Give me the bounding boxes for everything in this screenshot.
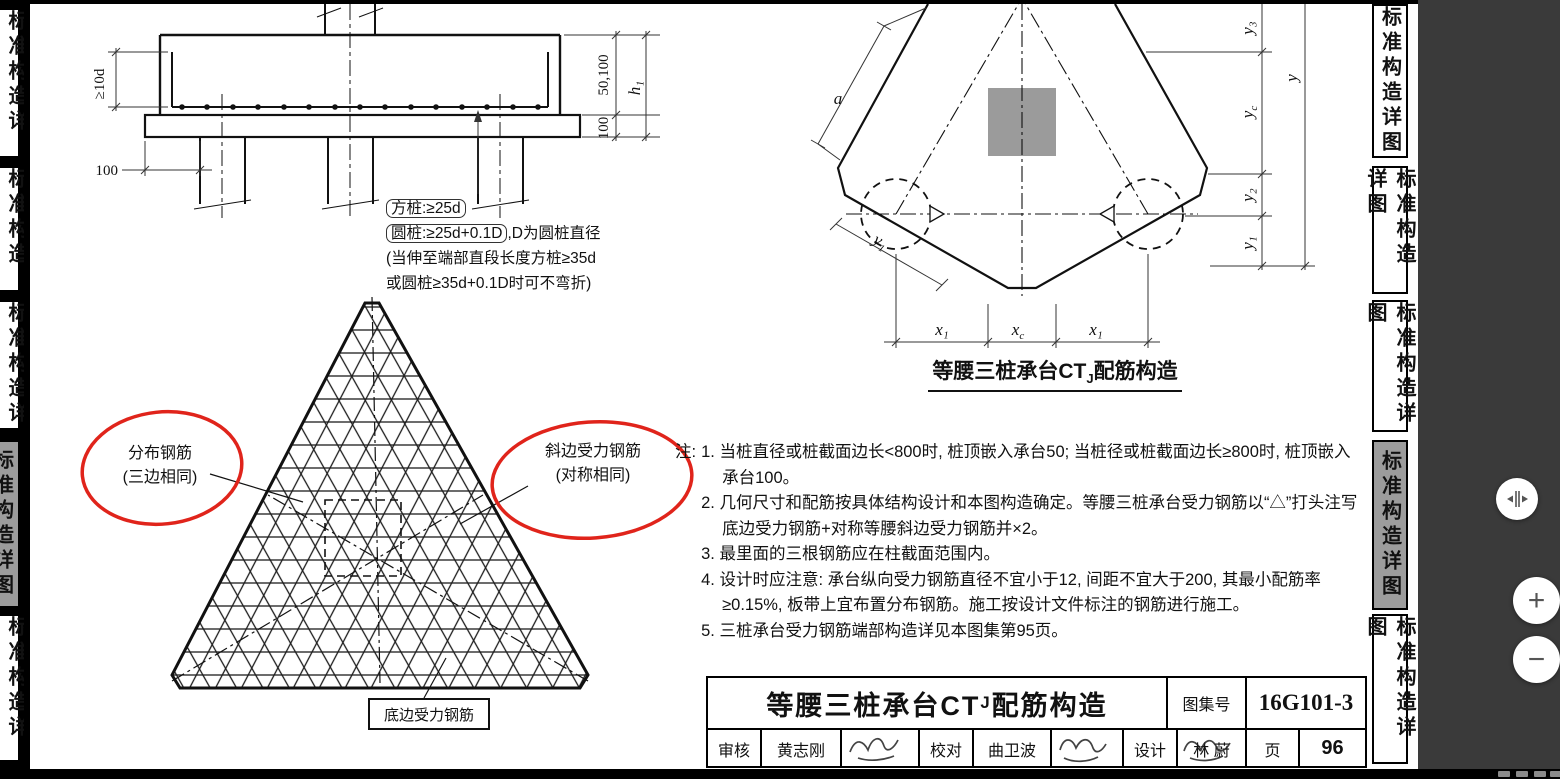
- notes-prefix: 注:: [675, 443, 697, 461]
- piles: [199, 137, 524, 204]
- rebar-plan-drawing: [170, 296, 590, 690]
- label-diagonal-bars: 斜边受力钢筋 (对称相同): [544, 443, 641, 484]
- notes-items: 1. 当桩直径或桩截面边长<800时, 桩顶嵌入承台50; 当桩径或桩截面边长≥…: [701, 440, 1365, 644]
- section-outline: [143, 4, 582, 218]
- dim-x1-right: x₁: [1088, 320, 1102, 339]
- adjacent-page-tab: 标准构造详图: [0, 166, 24, 292]
- taskbar-icon[interactable]: [1534, 771, 1546, 777]
- dim-y2: y₂: [1238, 188, 1257, 204]
- page-edge-tab: 标准构造详图: [1364, 614, 1415, 764]
- adjacent-page-tab: 标准构造详图: [0, 614, 24, 762]
- pile-layout-plan: a y₁ x₁ xc x₁ y₃ yc y₂ y₁ y: [810, 4, 1315, 348]
- page-edge-tab: 标准构造详图: [1372, 4, 1408, 158]
- check-label: 校对: [920, 730, 974, 767]
- notes-block: 注: 1. 当桩直径或桩截面边长<800时, 桩顶嵌入承台50; 当桩径或桩截面…: [675, 440, 1365, 644]
- leader-arrow: [474, 110, 482, 122]
- dim-y3: y₃: [1238, 21, 1257, 37]
- dim-xc: xc: [1011, 320, 1025, 342]
- cap-plan-outline: [170, 301, 590, 690]
- review-label: 审核: [708, 730, 762, 767]
- review-signature-cell: [842, 730, 920, 767]
- dim-yc: yc: [1238, 106, 1260, 121]
- top-bar: [0, 0, 1418, 4]
- dim-overhang: 100: [96, 163, 119, 179]
- page-number: 96: [1321, 737, 1344, 759]
- atlas-no: 16G101-3: [1258, 690, 1354, 715]
- atlas-no-label: 图集号: [1168, 678, 1247, 728]
- dim-y1-diagonal: y₁: [868, 229, 891, 253]
- check-signature-cell: [1052, 730, 1124, 767]
- dim-hook-length: ≥10d: [92, 68, 108, 99]
- page-edge-tab: 标准构造详图: [1364, 300, 1415, 432]
- left-page-strip: 标准构造详图 标准构造详图 标准构造详图 标准构造详图 标准构造详图: [0, 0, 30, 779]
- layout-plan-title: 等腰三桩承台CTJ配筋构造: [890, 355, 1220, 393]
- review-name: 黄志刚: [762, 730, 842, 767]
- check-name: 曲卫波: [974, 730, 1052, 767]
- note-item-4: 4. 设计时应注意: 承台纵向受力钢筋直径不宜小于12, 间距不宜大于200, …: [701, 570, 1321, 615]
- fit-width-button[interactable]: [1496, 478, 1538, 520]
- layout-dimensions: [810, 4, 1315, 348]
- label-distribution-bars: 分布钢筋 (三边相同): [122, 445, 198, 486]
- dim-a: a: [834, 89, 843, 108]
- page-edge-tab-active: 标准构造详图: [1372, 440, 1408, 610]
- zoom-in-label: +: [1527, 583, 1546, 617]
- adjacent-page-tab-active: 标准构造详图: [0, 440, 24, 608]
- page-edge-tab: 标准构造详图: [1364, 166, 1415, 294]
- dim-y-total: y: [1282, 74, 1301, 84]
- dim-y1: y₁: [1238, 236, 1257, 251]
- adjacent-page-tab: 标准构造详图: [0, 8, 24, 158]
- dim-embed: 50,100: [596, 54, 612, 95]
- pdf-page: ≥10d 100 50,100 100 h₁ 方桩:≥25d 圆桩:≥25d+0…: [30, 4, 1418, 769]
- label-bottom-bars: 底边受力钢筋: [368, 698, 490, 730]
- section-dimensions: [108, 30, 660, 194]
- triangle-markers: [929, 204, 1115, 224]
- layout-centerlines: [846, 4, 1198, 296]
- adjacent-page-tab: 标准构造详图: [0, 300, 24, 430]
- column-outline-dashed: [324, 499, 402, 577]
- fit-width-icon: [1507, 491, 1528, 507]
- page-label: 页: [1247, 730, 1300, 767]
- zoom-out-button[interactable]: −: [1513, 636, 1560, 683]
- note-item-2: 2. 几何尺寸和配筋按具体结构设计和本图构造确定。等腰三桩承台受力钢筋以“△”打…: [701, 494, 1358, 538]
- note-item-3: 3. 最里面的三根钢筋应在柱截面范围内。: [701, 545, 1000, 563]
- bottom-bar: [0, 769, 1560, 779]
- centerlines: [221, 4, 501, 218]
- dim-bottom: 100: [596, 117, 612, 140]
- pile-embed-note: 方桩:≥25d 圆桩:≥25d+0.1D,D为圆桩直径 (当伸至端部直段长度方桩…: [386, 196, 730, 296]
- taskbar-icon[interactable]: [1550, 771, 1560, 777]
- taskbar-icon[interactable]: [1498, 771, 1510, 777]
- dim-cap-height: h₁: [625, 81, 644, 95]
- dim-x1-left: x₁: [934, 320, 948, 339]
- pile-note-line-4: 或圆桩≥35d+0.1D时可不弯折): [386, 275, 592, 292]
- pile-note-line-1: 方桩:≥25d: [386, 196, 730, 221]
- design-label: 设计: [1124, 730, 1178, 767]
- pile-cap-section-drawing: ≥10d 100 50,100 100 h₁: [92, 4, 660, 218]
- plan-centerlines: [171, 296, 589, 684]
- design-name: 林 蔚: [1178, 730, 1247, 767]
- zoom-out-label: −: [1527, 642, 1546, 676]
- note-item-1: 1. 当桩直径或桩截面边长<800时, 桩顶嵌入承台50; 当桩径或桩截面边长≥…: [701, 443, 1351, 487]
- rebar-dots: [179, 104, 541, 110]
- zoom-in-button[interactable]: +: [1513, 577, 1560, 624]
- rebar-mesh: [172, 303, 588, 688]
- taskbar-icon[interactable]: [1516, 771, 1528, 777]
- note-item-5: 5. 三桩承台受力钢筋端部构造详见本图集第95页。: [701, 621, 1068, 640]
- pile-note-line-3: (当伸至端部直段长度方桩≥35d: [386, 250, 597, 267]
- bottom-rebar: [171, 52, 549, 108]
- pile-note-line-2: 圆桩:≥25d+0.1D,D为圆桩直径: [386, 221, 730, 246]
